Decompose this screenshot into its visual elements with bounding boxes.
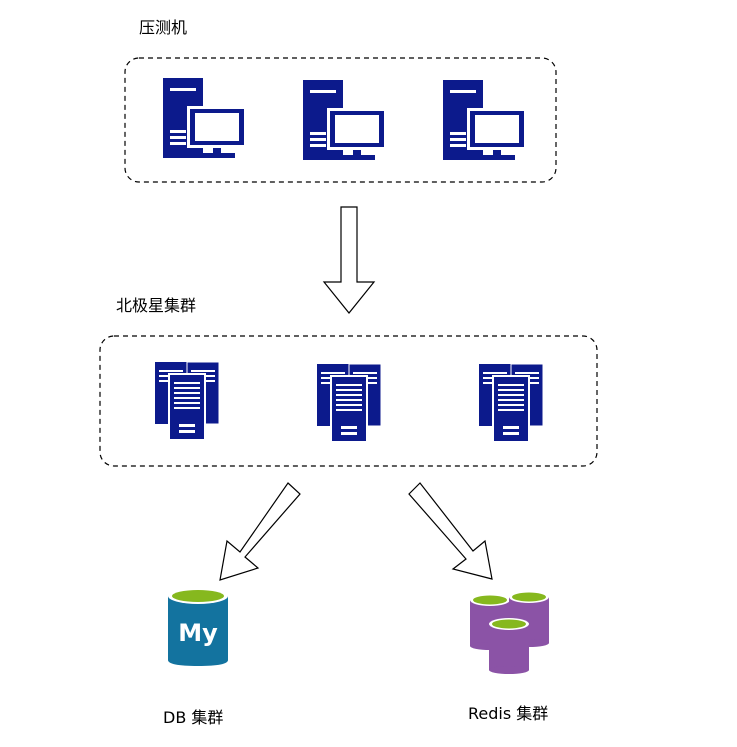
server-rack-icon	[478, 363, 544, 443]
redis-cluster-label: Redis 集群	[468, 704, 549, 723]
desktop-computer-icon	[443, 80, 527, 160]
mysql-logo-text: My	[178, 619, 218, 647]
arrow-down-left-icon	[219, 482, 301, 581]
load-tester-group-frame	[124, 57, 557, 183]
cluster-group-label: 北极星集群	[116, 296, 197, 315]
arrow-down-icon	[322, 206, 376, 314]
desktop-computer-icon	[303, 80, 387, 160]
server-rack-icon	[154, 361, 220, 441]
server-rack-icon	[316, 363, 382, 443]
load-tester-group-label: 压测机	[139, 18, 188, 37]
desktop-computer-icon	[163, 78, 247, 158]
redis-cluster-icon	[470, 591, 549, 674]
arrow-down-right-icon	[408, 482, 493, 580]
db-cluster-label: DB 集群	[163, 708, 224, 727]
cluster-group-frame	[99, 335, 598, 467]
mysql-database-icon: My	[168, 588, 228, 666]
